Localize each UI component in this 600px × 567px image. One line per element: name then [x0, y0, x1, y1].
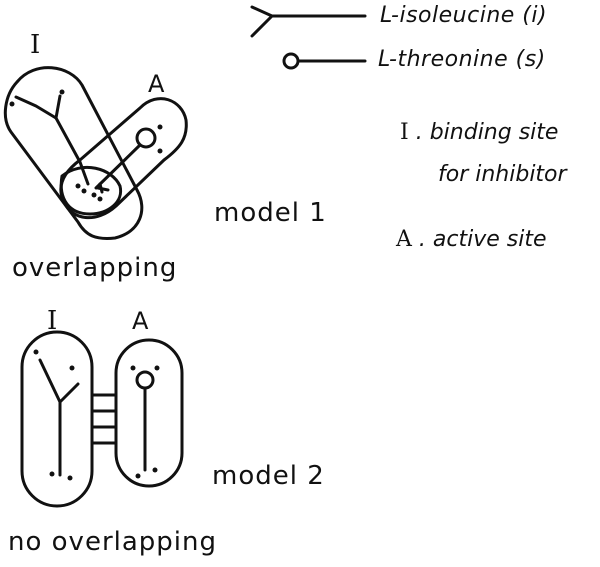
model2-isoleucine-molecule — [38, 358, 80, 477]
isoleucine-symbol — [250, 5, 367, 38]
model1-threonine-molecule — [94, 127, 157, 192]
active-key-text: active site — [432, 227, 547, 252]
model1-caption: overlapping — [12, 253, 178, 283]
model2-label: model 2 — [212, 461, 325, 491]
isoleucine-legend-label: L-isoleucine (i) — [380, 3, 548, 28]
model1-binding-dots — [9, 89, 163, 202]
threonine-legend-label: L-threonine (s) — [378, 47, 546, 72]
active-key-separator: . — [418, 227, 426, 252]
inhibitor-key-separator: . — [415, 120, 423, 145]
model2-linkers — [90, 393, 118, 445]
model1-active-site-capsule — [59, 97, 188, 220]
model1-overlap-region — [59, 165, 123, 216]
model1-inhibitor-site-label: I — [30, 30, 41, 60]
model2-active-site-capsule — [114, 338, 184, 488]
model2-inhibitor-site-capsule — [20, 330, 94, 508]
model1-inhibitor-site-capsule — [3, 66, 144, 240]
threonine-symbol — [282, 52, 367, 70]
model2-threonine-molecule — [135, 370, 155, 472]
model2-inhibitor-site-label: I — [47, 306, 58, 336]
model1-isoleucine-molecule — [14, 94, 104, 194]
active-site-key: A . active site — [396, 229, 547, 251]
model1-active-site-label: A — [148, 70, 165, 98]
model2-binding-dots — [33, 349, 160, 481]
model1-label: model 1 — [214, 198, 327, 228]
inhibitor-site-key: I . binding site — [400, 122, 558, 144]
active-key-letter: A — [396, 227, 412, 252]
model2-active-site-label: A — [132, 307, 149, 335]
inhibitor-key-letter: I — [400, 120, 409, 145]
model2-caption: no overlapping — [8, 527, 217, 557]
inhibitor-key-line2: for inhibitor — [438, 162, 567, 187]
inhibitor-key-line1: binding site — [429, 120, 559, 145]
